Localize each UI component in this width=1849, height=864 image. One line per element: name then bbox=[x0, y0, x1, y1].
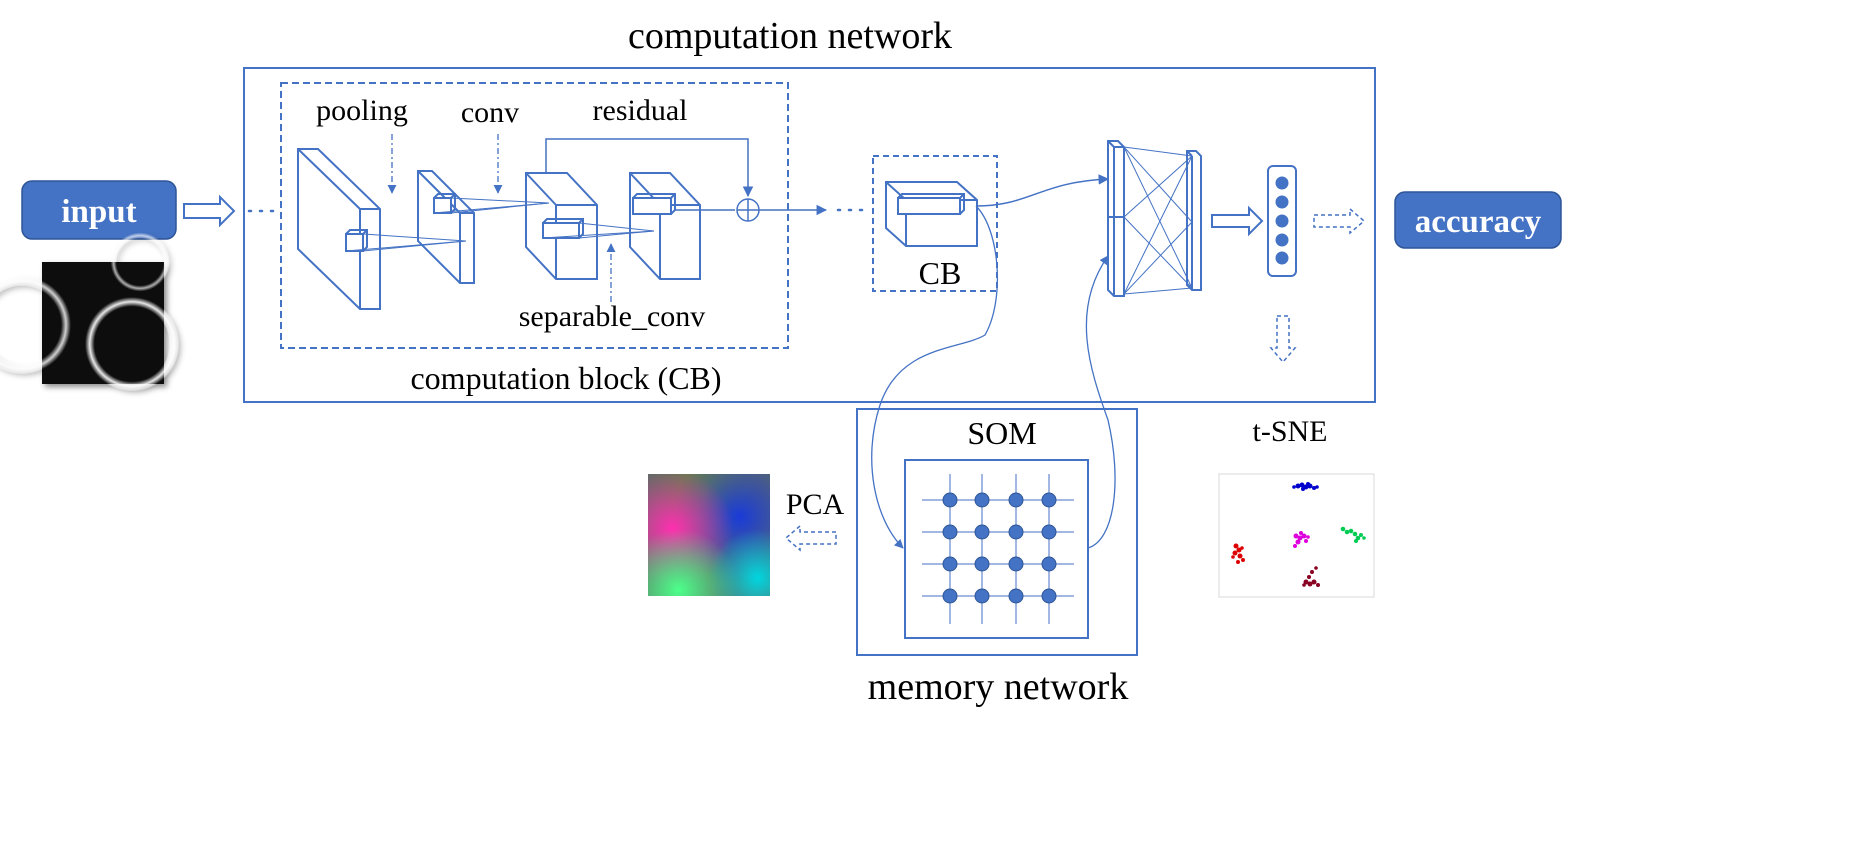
pca-image bbox=[648, 474, 770, 596]
computation-network-box bbox=[243, 67, 1376, 403]
tsne-cluster-magenta bbox=[1293, 531, 1310, 548]
tsne-cluster-darkred bbox=[1302, 566, 1320, 587]
computation-network-title: computation network bbox=[628, 15, 952, 57]
tsne-plot bbox=[1218, 473, 1375, 598]
pooling-label: pooling bbox=[316, 94, 408, 127]
tsne-arrow bbox=[1269, 315, 1297, 364]
tsne-cluster-blue bbox=[1292, 482, 1319, 491]
tsne-cluster-green bbox=[1340, 526, 1366, 543]
cb-label: CB bbox=[919, 255, 962, 291]
add-operator-icon bbox=[736, 198, 760, 222]
annotation-arrows bbox=[387, 134, 616, 302]
tsne-cluster-red bbox=[1231, 543, 1245, 564]
accuracy-label: accuracy bbox=[1415, 204, 1542, 240]
som-nodes bbox=[942, 492, 1057, 604]
dense-connections bbox=[1123, 146, 1193, 295]
pca-arrow bbox=[784, 524, 837, 552]
conv-layer-3 bbox=[525, 172, 598, 280]
cb-dashed-box bbox=[872, 155, 998, 292]
separable-conv-label: separable_conv bbox=[519, 300, 706, 333]
som-grid-box bbox=[904, 459, 1089, 639]
accuracy-arrow bbox=[1313, 207, 1366, 235]
som-to-dense-connection bbox=[1085, 255, 1116, 549]
dense-layer-1 bbox=[1107, 140, 1125, 297]
pca-label: PCA bbox=[786, 488, 845, 521]
accuracy-node: accuracy bbox=[1394, 191, 1562, 249]
residual-connection bbox=[545, 138, 754, 211]
cb-block-icon bbox=[885, 181, 978, 247]
dense-layer-2 bbox=[1186, 150, 1202, 291]
som-label: SOM bbox=[967, 415, 1036, 451]
residual-label: residual bbox=[593, 94, 688, 127]
output-arrow bbox=[1211, 205, 1264, 237]
input-arrow bbox=[183, 194, 236, 228]
output-vector bbox=[1267, 165, 1297, 277]
memory-network-box bbox=[856, 408, 1138, 656]
cb-to-som-connection bbox=[871, 205, 998, 549]
memory-network-label: memory network bbox=[868, 666, 1129, 708]
computation-block-label: computation block (CB) bbox=[410, 360, 721, 396]
input-label: input bbox=[61, 194, 136, 230]
conv-label: conv bbox=[461, 96, 519, 129]
conv-layer-1 bbox=[297, 148, 381, 310]
computation-block-box bbox=[280, 82, 789, 349]
tsne-label: t-SNE bbox=[1253, 415, 1328, 448]
input-image bbox=[0, 232, 180, 392]
conv-layer-4 bbox=[629, 172, 701, 280]
receptive-field-lines bbox=[345, 197, 655, 252]
cb-to-dense-connection bbox=[975, 174, 1110, 207]
conv-layer-2 bbox=[417, 170, 475, 284]
input-node: input bbox=[21, 180, 177, 240]
